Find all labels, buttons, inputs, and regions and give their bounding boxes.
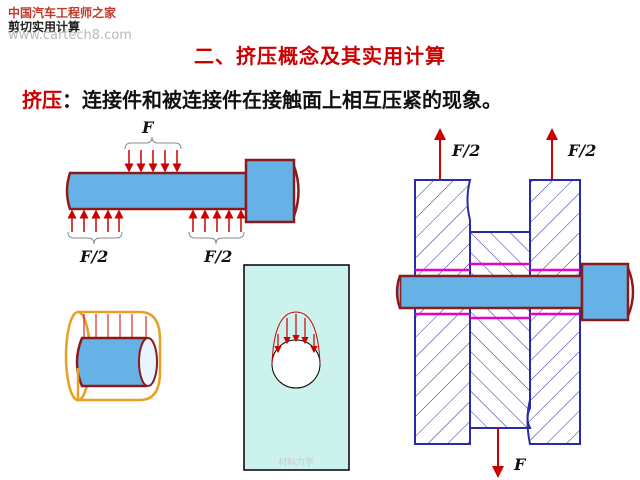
contact-half-cylinder [78,310,162,402]
footer-text: 材料力学 [278,456,314,468]
bolt-end-face [138,337,158,387]
bolt-head-chamfer [292,165,300,217]
watermark-site-name: 中国汽车工程师之家 [8,6,117,20]
joint-bolt-head [580,262,630,322]
bottom-left-brace [67,231,123,245]
top-brace [124,136,182,150]
slide-title: 二、挤压概念及其实用计算 [194,44,446,68]
watermark-topic: 剪切实用计算 [8,20,81,34]
bottom-left-force-arrows [67,209,124,232]
bolt-hole [271,339,321,389]
watermark-url: www.cartech8.com [8,28,132,43]
force-label-top: F [141,118,155,137]
plate-with-hole-diagram: 材料力学 [243,264,350,471]
top-force-arrows [124,150,182,173]
force-label-bottom-right: F/2 [203,247,232,266]
bolt-head [244,158,296,224]
middle-plate [469,231,532,429]
bolt-force-diagram: F F/2 F/2 [65,118,300,266]
force-label-down: F [513,455,527,474]
joint-bolt-shank [398,274,584,310]
force-label-up-right: F/2 [567,141,596,160]
force-label-bottom-left: F/2 [79,247,108,266]
left-plate [414,179,472,445]
cylinder-contact-diagram [64,310,162,402]
force-label-up-left: F/2 [451,141,480,160]
bottom-right-brace [188,231,245,245]
definition-term: 挤压 [22,88,62,112]
definition-text: ：连接件和被连接件在接触面上相互压紧的现象。 [62,88,502,112]
watermark: 中国汽车工程师之家 剪切实用计算 www.cartech8.com [8,6,132,43]
bolt-shank [65,171,248,211]
definition-line: 挤压：连接件和被连接件在接触面上相互压紧的现象。 [22,84,502,113]
bottom-right-force-arrows [188,209,246,232]
right-plate [526,179,581,445]
pressure-envelope [271,311,321,365]
double-shear-joint-diagram: F/2 F/2 F [395,128,635,478]
